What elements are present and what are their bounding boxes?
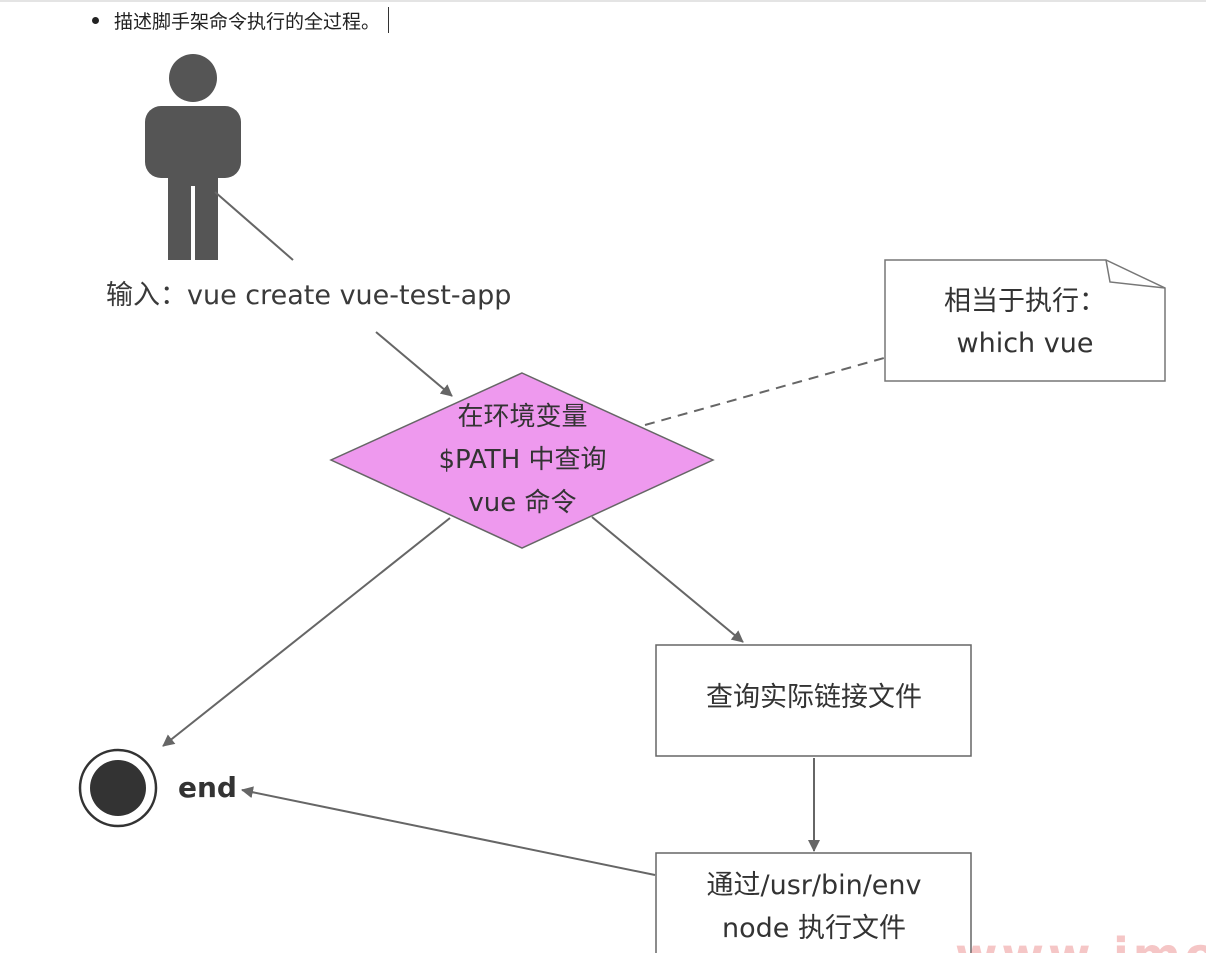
box2-label: 通过/usr/bin/env node 执行文件 xyxy=(656,864,972,950)
input-command-label: 输入：vue create vue-test-app xyxy=(106,280,512,311)
end-node-icon[interactable] xyxy=(78,748,158,828)
note-text: 相当于执行： which vue xyxy=(887,281,1163,365)
arrow-box2-to-end xyxy=(241,786,656,876)
note-dashed-connector xyxy=(644,357,885,426)
box1-label: 查询实际链接文件 xyxy=(706,682,922,713)
text-cursor xyxy=(388,7,390,33)
box2-line-1: 通过/usr/bin/env xyxy=(706,870,922,901)
end-label: end xyxy=(178,771,237,804)
note-line-1: 相当于执行： xyxy=(944,286,1106,317)
arrow-decision-to-end xyxy=(162,517,451,747)
activity-box-execute-node[interactable] xyxy=(655,852,972,953)
watermark: www.imooc.com xyxy=(955,928,1206,953)
decision-line-1: 在环境变量 xyxy=(457,402,588,432)
bullet-dot-icon xyxy=(92,16,99,24)
actor-association-line xyxy=(214,191,294,261)
bullet-text[interactable]: 描述脚手架命令执行的全过程。 xyxy=(114,10,381,33)
note-shape[interactable] xyxy=(884,259,1166,382)
decision-line-2: $PATH 中查询 xyxy=(438,444,607,475)
arrow-input-to-decision xyxy=(375,331,453,397)
decision-diamond[interactable] xyxy=(329,372,715,549)
actor-person-icon xyxy=(145,54,241,260)
decision-line-3: vue 命令 xyxy=(468,487,577,518)
decision-text: 在环境变量 $PATH 中查询 vue 命令 xyxy=(380,396,665,525)
top-divider xyxy=(0,0,1206,2)
note-line-2: which vue xyxy=(956,327,1094,359)
activity-box-resolve-link[interactable] xyxy=(655,644,972,757)
box2-line-2: node 执行文件 xyxy=(722,913,906,945)
arrow-decision-to-box1 xyxy=(591,516,744,643)
bullet-item[interactable]: 描述脚手架命令执行的全过程。 xyxy=(92,6,390,34)
